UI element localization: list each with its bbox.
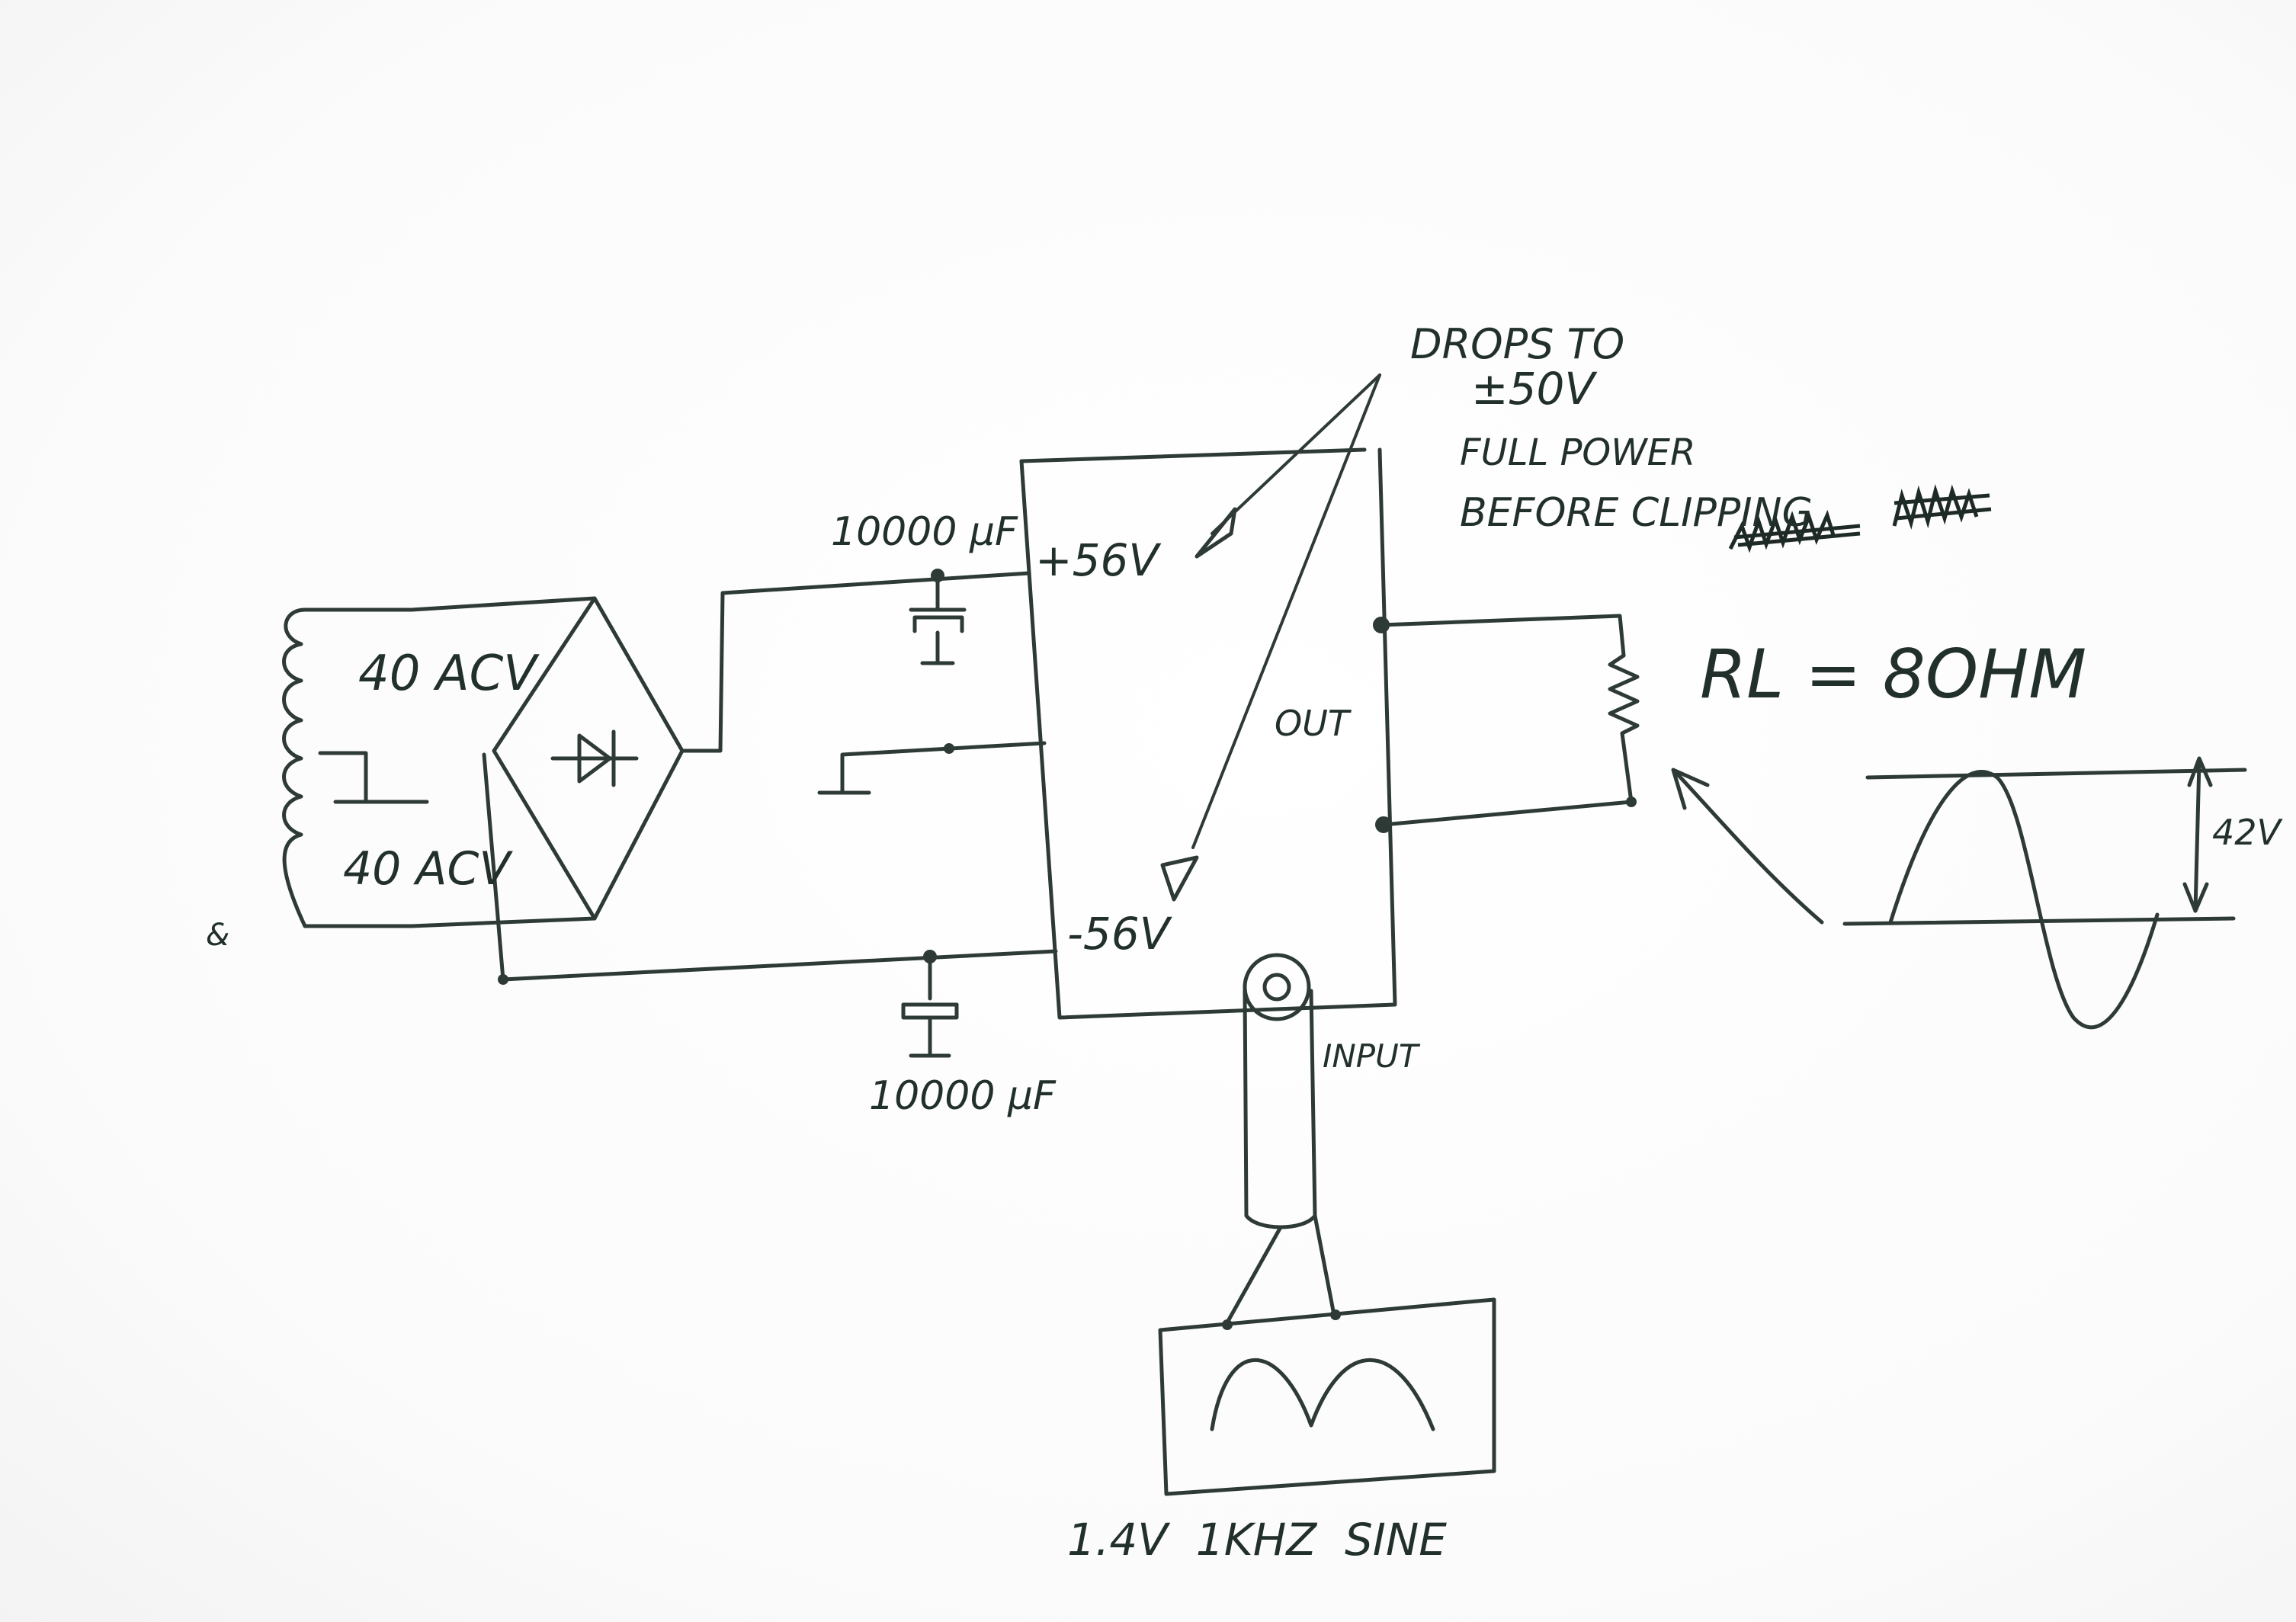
input-coax — [1225, 953, 1336, 1325]
note-line-2: ±50V — [1471, 363, 1598, 415]
cap-bottom-label: 10000 µF — [869, 1073, 1057, 1119]
ground-wiring — [817, 741, 1047, 795]
transformer-bottom-label: 40 ACV — [343, 842, 513, 896]
output-waveform — [1842, 756, 2247, 1030]
note-line-3: FULL POWER — [1460, 431, 1695, 474]
transformer-coil — [282, 607, 429, 928]
transformer-top-label: 40 ACV — [358, 646, 540, 702]
cap-top-label: 10000 µF — [831, 509, 1018, 555]
annotation-arrows — [1160, 373, 1381, 902]
out-label: OUT — [1275, 703, 1352, 744]
output-load-wiring — [1373, 614, 1640, 833]
rail-positive-label: +56V — [1035, 534, 1162, 586]
scribble-marks — [1728, 484, 1992, 553]
load-label: RL = 8OHM — [1700, 635, 2086, 713]
positive-supply-wiring — [680, 569, 1031, 753]
source-label: 1.4V 1KHZ SINE — [1067, 1514, 1447, 1566]
rail-negative-label: -56V — [1067, 908, 1173, 960]
amplifier-block — [1019, 447, 1397, 1020]
note-line-4: BEFORE CLIPPING — [1460, 490, 1813, 536]
signal-generator — [1158, 1297, 1496, 1496]
load-arrow — [1671, 768, 1824, 925]
negative-supply-wiring — [498, 949, 1058, 1058]
note-line-1: DROPS TO — [1410, 320, 1624, 368]
amplitude-label: 42V — [2212, 812, 2284, 853]
stray-mark: & — [206, 918, 229, 953]
bridge-rectifier — [409, 596, 685, 982]
input-label: INPUT — [1323, 1037, 1421, 1075]
